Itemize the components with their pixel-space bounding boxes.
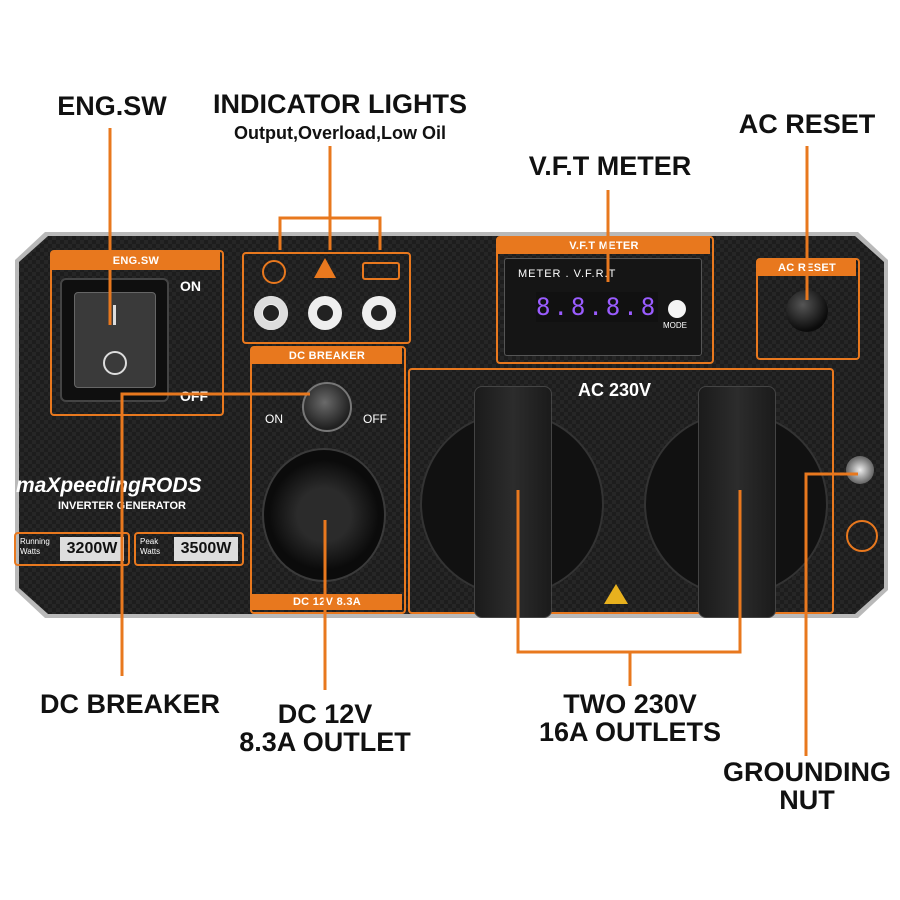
overload-light — [308, 296, 342, 330]
callout-dc-breaker: DC BREAKER — [39, 689, 220, 719]
dc-outlet-panel-label: DC 12V 8.3A — [252, 594, 402, 610]
callout-vft-meter: V.F.T METER — [528, 151, 692, 181]
indicator-box — [242, 252, 411, 344]
ac-voltage-label: AC 230V — [578, 380, 652, 400]
callout-outlets: TWO 230V 16A OUTLETS — [520, 690, 740, 747]
eng-sw-panel-label: ENG.SW — [52, 252, 220, 270]
switch-off-label: OFF — [180, 388, 208, 404]
low-oil-icon — [362, 262, 400, 280]
low-oil-light — [362, 296, 396, 330]
running-watts-badge: Running Watts 3200W — [14, 532, 130, 566]
meter-mode-button[interactable] — [668, 300, 686, 318]
output-icon — [262, 260, 286, 284]
ac-outlet-left-cover[interactable] — [474, 386, 552, 618]
brand-logo: maXpeedingRODS — [16, 474, 202, 497]
callout-indicator-title: INDICATOR LIGHTS — [213, 89, 467, 119]
dc-breaker-panel-label: DC BREAKER — [252, 348, 402, 364]
callout-grounding: GROUNDING NUT — [712, 758, 900, 815]
callout-dc-outlet-line1: DC 12V — [277, 699, 373, 729]
dc-breaker-button[interactable] — [302, 382, 352, 432]
breaker-off-label: OFF — [363, 412, 387, 426]
warning-icon — [604, 584, 628, 604]
callout-dc-outlet-line2: 8.3A OUTLET — [239, 727, 411, 758]
engine-switch[interactable] — [60, 278, 169, 402]
callout-ac-reset: AC RESET — [738, 109, 876, 139]
running-watts-value: 3200W — [60, 537, 124, 561]
breaker-on-label: ON — [265, 412, 283, 426]
peak-watts-value: 3500W — [174, 537, 238, 561]
vft-frame — [496, 236, 714, 364]
dc-outlet-socket[interactable] — [262, 448, 386, 582]
ground-symbol-icon — [846, 520, 878, 552]
callout-outlets-line1: TWO 230V — [563, 689, 697, 719]
overload-icon — [314, 258, 336, 278]
meter-text: METER . V.F.R.T — [518, 268, 617, 280]
ac-reset-panel-label: AC RESET — [758, 260, 856, 276]
ac-outlet-right-cover[interactable] — [698, 386, 776, 618]
callout-eng-sw: ENG.SW — [57, 91, 167, 121]
switch-on-label: ON — [180, 278, 201, 294]
callout-dc-outlet: DC 12V 8.3A OUTLET — [220, 700, 430, 757]
callout-outlets-line2: 16A OUTLETS — [538, 717, 722, 748]
meter-display: 8.8.8.8 — [536, 292, 659, 322]
product-name: INVERTER GENERATOR — [58, 500, 186, 512]
grounding-nut[interactable] — [846, 456, 874, 484]
peak-watts-label: Peak Watts — [140, 537, 161, 556]
ac-reset-button[interactable] — [786, 290, 828, 332]
running-watts-label: Running Watts — [20, 537, 50, 556]
output-light — [254, 296, 288, 330]
peak-watts-badge: Peak Watts 3500W — [134, 532, 244, 566]
callout-grounding-line2: NUT — [779, 785, 835, 816]
callout-grounding-line1: GROUNDING — [723, 757, 891, 787]
callout-indicator-sub: Output,Overload,Low Oil — [233, 123, 446, 143]
meter-mode-label: MODE — [663, 321, 687, 330]
vft-panel-label: V.F.T METER — [498, 238, 710, 254]
